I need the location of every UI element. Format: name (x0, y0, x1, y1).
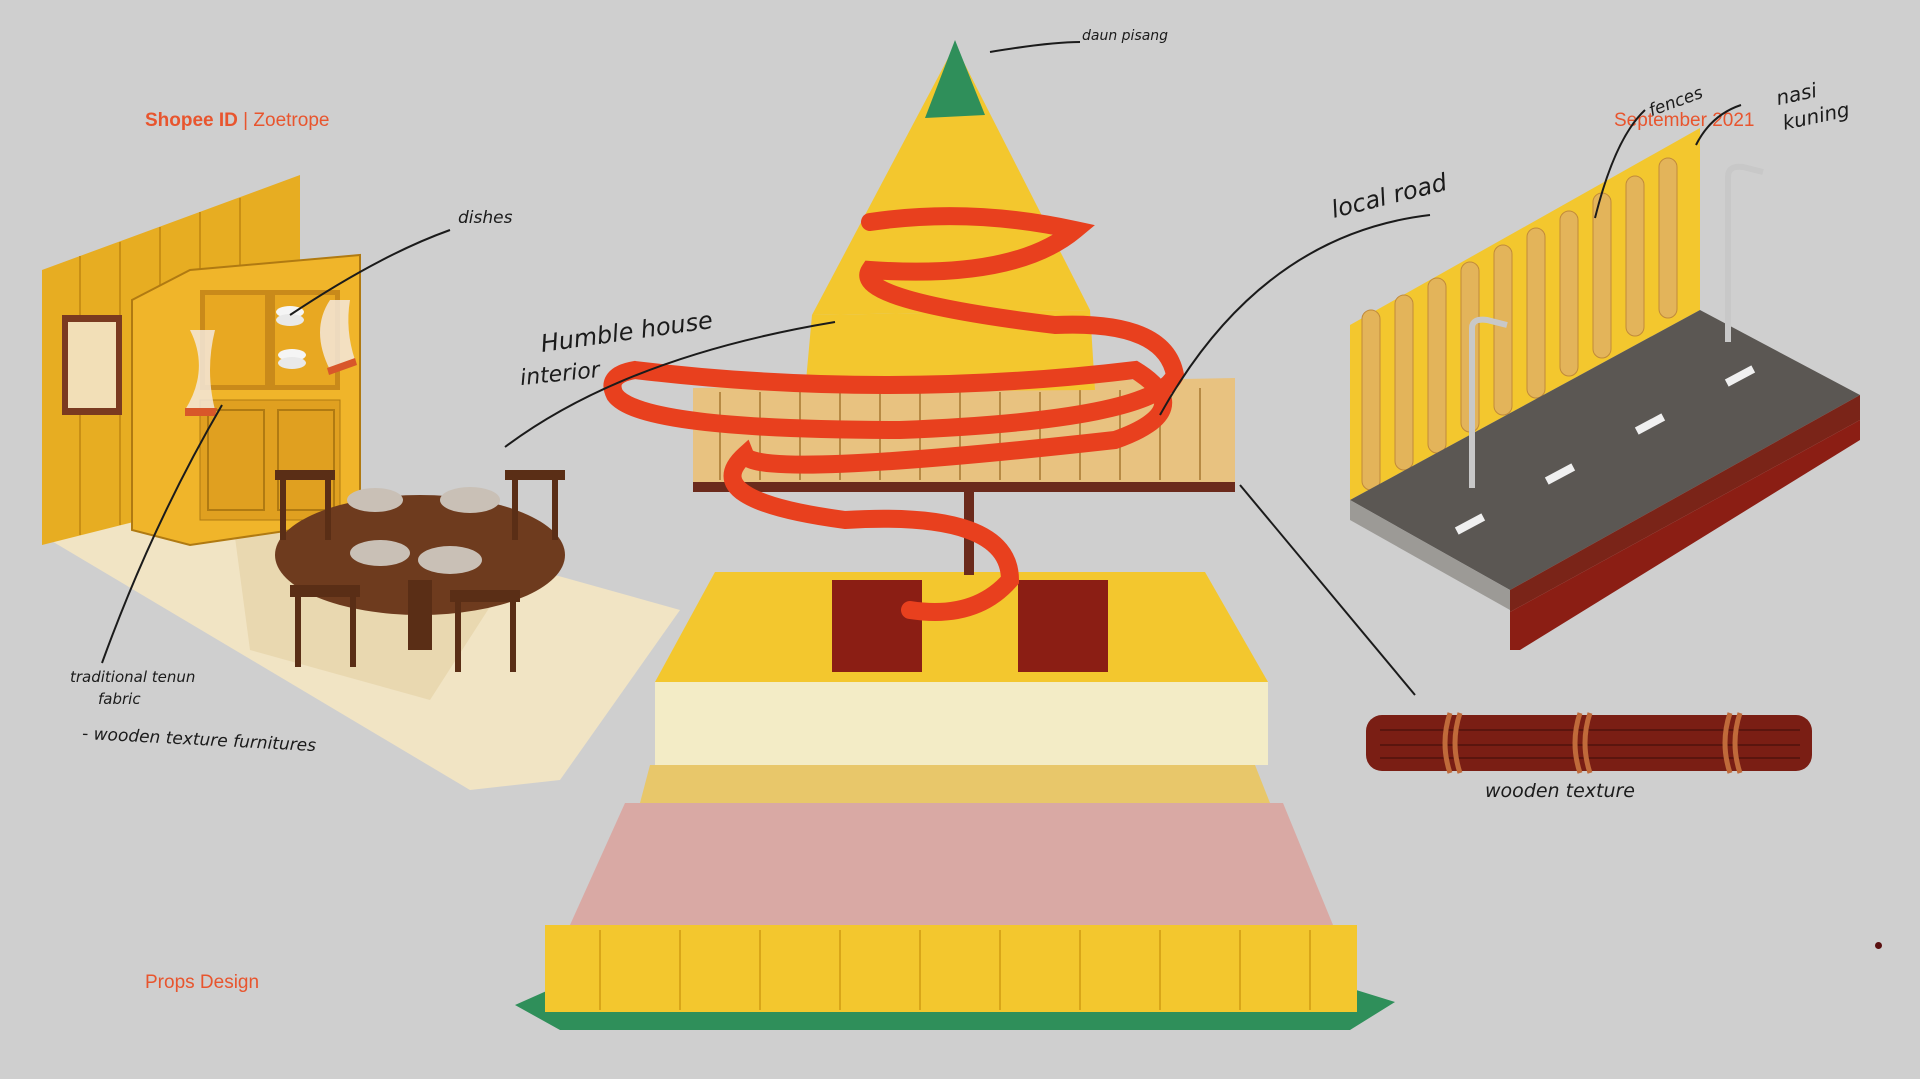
annotation-wooden-texture: wooden texture (1485, 780, 1635, 802)
decorative-dot (1875, 942, 1882, 949)
annotation-daun-pisang: daun pisang (1082, 28, 1169, 44)
annotation-tenun-fabric: traditional tenun (70, 668, 196, 686)
footer-label: Props Design (145, 972, 260, 993)
house-interior-illustration (42, 175, 680, 790)
project-name: Zoetrope (253, 110, 330, 131)
brand-name: Shopee ID (145, 110, 238, 131)
title-separator: | (237, 110, 254, 131)
annotation-dishes: dishes (458, 208, 513, 228)
zoetrope-tower-illustration (515, 40, 1395, 1030)
local-road-illustration (1350, 128, 1860, 774)
annotation-leader-lines (101, 41, 1742, 696)
annotation-tenun-fabric-2: fabric (98, 690, 141, 708)
project-title: Shopee ID | Zoetrope (145, 110, 329, 132)
